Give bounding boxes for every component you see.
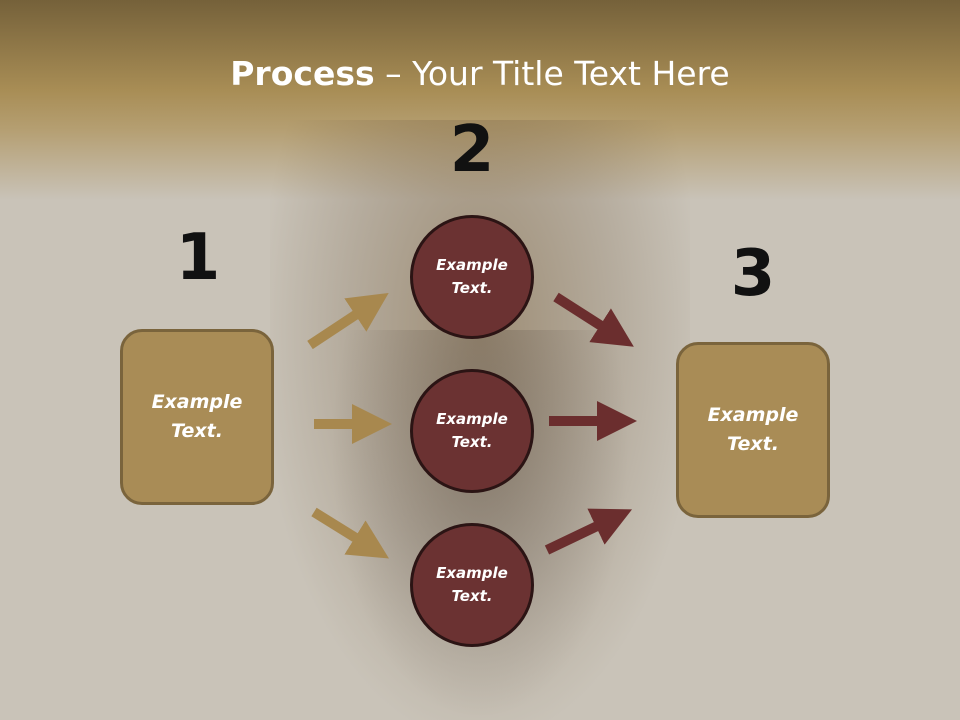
- left-box-text: Example Text.: [151, 391, 243, 442]
- arrow-left-to-bottom: [311, 507, 389, 559]
- title-bold: Process: [230, 54, 375, 93]
- circle-bottom: Example Text.: [410, 523, 534, 647]
- circle-middle-text: Example Text.: [436, 410, 508, 451]
- circle-middle: Example Text.: [410, 369, 534, 493]
- right-box-text: Example Text.: [707, 404, 799, 455]
- left-text-box: Example Text.: [120, 329, 274, 505]
- arrow-bottom-to-right: [544, 508, 633, 555]
- right-text-box: Example Text.: [676, 342, 830, 518]
- circle-top: Example Text.: [410, 215, 534, 339]
- circle-top-text: Example Text.: [436, 256, 508, 297]
- circle-bottom-text: Example Text.: [436, 564, 508, 605]
- step-number-2: 2: [449, 113, 495, 187]
- arrow-left-to-top: [307, 292, 389, 350]
- title-rest: – Your Title Text Here: [374, 54, 730, 93]
- arrow-top-to-right: [553, 292, 634, 347]
- step-number-1: 1: [175, 221, 221, 295]
- step-number-3: 3: [730, 237, 776, 311]
- slide-title: Process – Your Title Text Here: [0, 54, 960, 93]
